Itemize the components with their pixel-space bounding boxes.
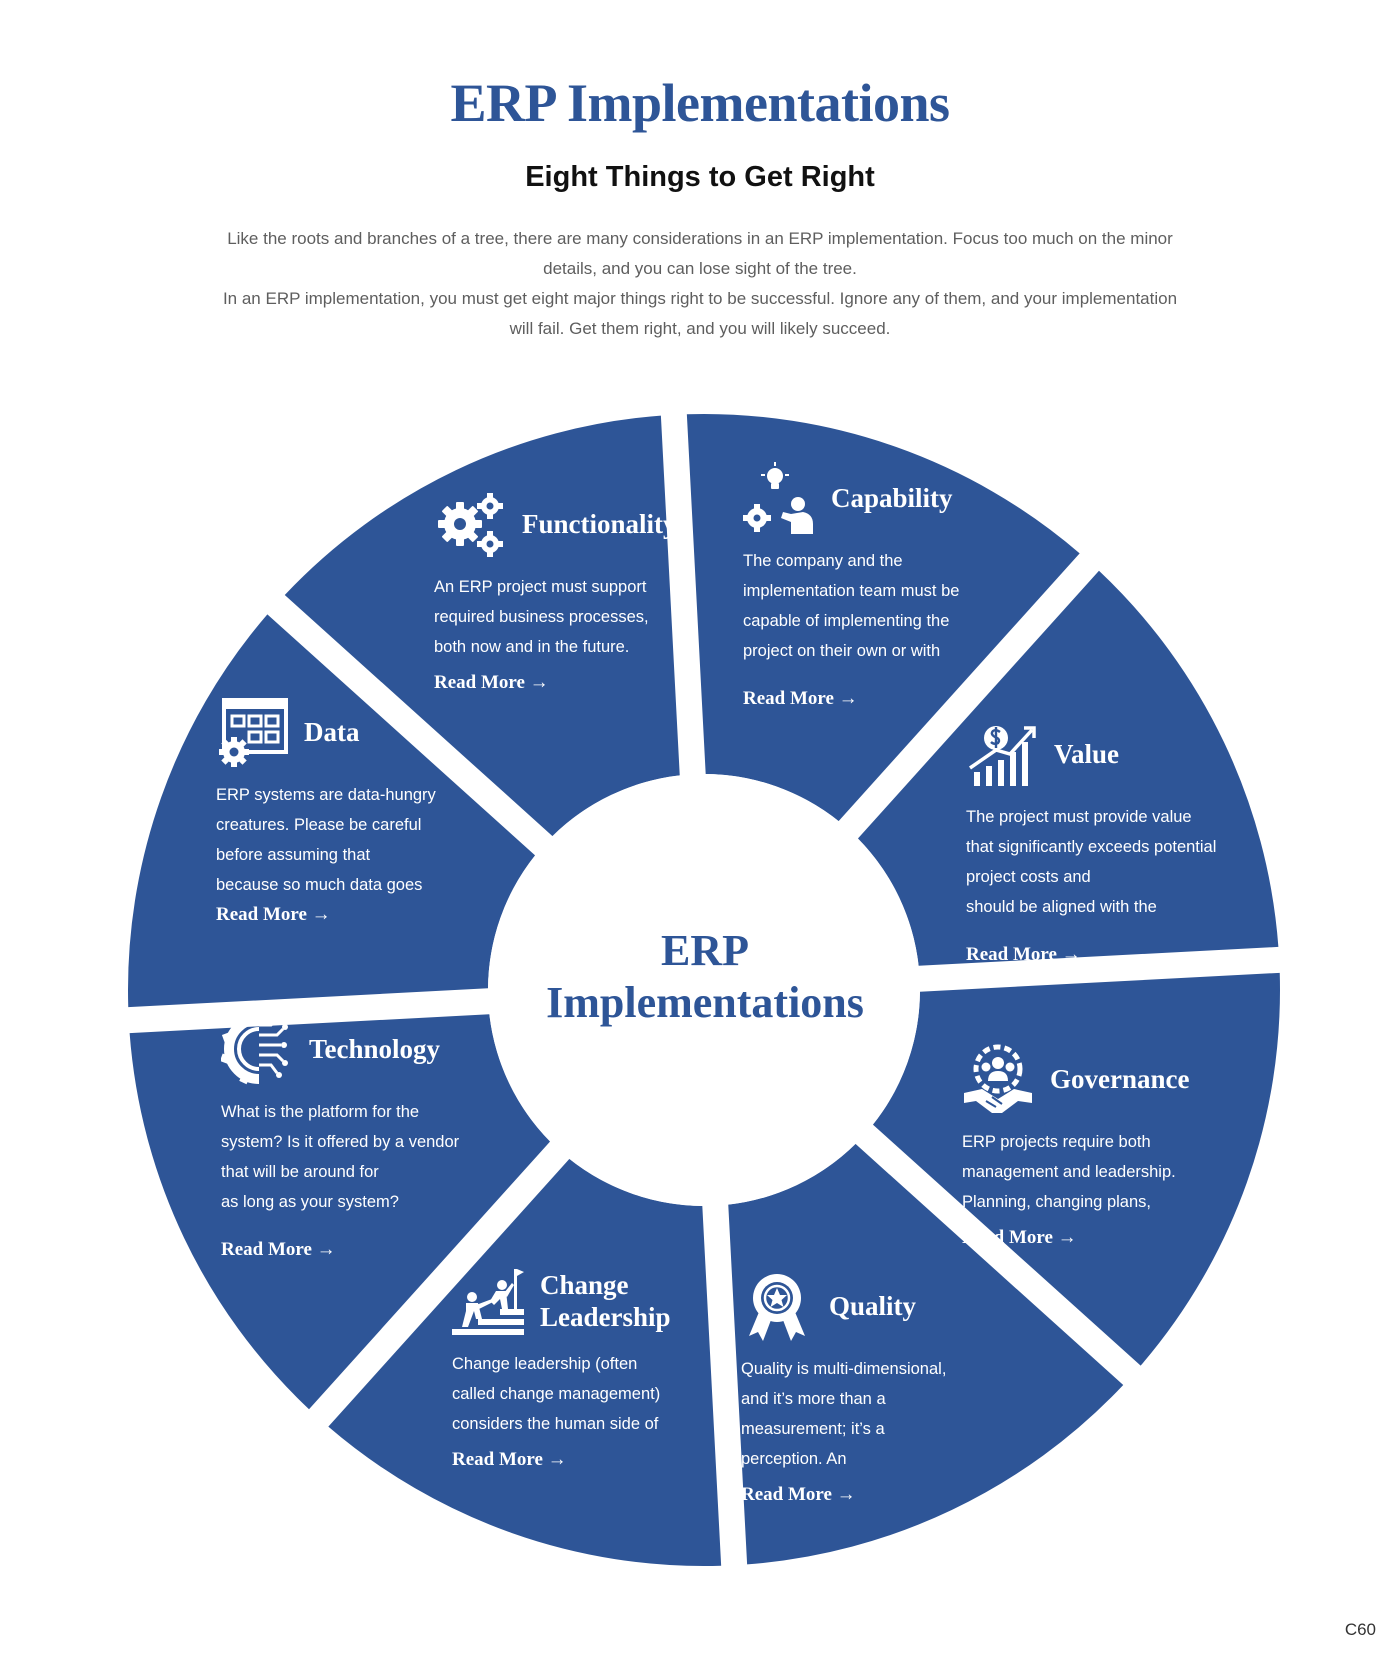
segment-value: Value The project must provide value tha… [966,718,1266,966]
circuit-gear-icon [221,1013,293,1085]
segment-description: ERP projects require both management and… [962,1133,1176,1211]
segment-title: Quality [829,1291,917,1321]
segment-description: Change leadership (often called change m… [452,1355,661,1433]
segment-description: The project must provide value that sign… [966,808,1217,916]
segment-description: What is the platform for the system? Is … [221,1103,460,1211]
read-more-link[interactable]: Read More → [221,1239,336,1260]
wheel-center-circle [488,774,920,1206]
read-more-link[interactable]: Read More → [966,944,1081,965]
segment-title: Change Leadership [540,1270,671,1332]
segment-governance: Governance ERP projects require both man… [962,1043,1262,1249]
wheel-segment-quality [328,1158,722,1566]
segment-title: Capability [831,483,953,513]
wheel-segment-governance [728,1143,1124,1565]
intro-paragraph: Like the roots and branches of a tree, t… [227,229,1173,278]
wheel-center-title: ERP Implementations [500,925,910,1029]
idea-person-icon [743,462,815,534]
data-dashboard-icon [216,696,288,768]
read-more-link[interactable]: Read More → [452,1449,567,1470]
center-line-1: ERP [661,926,749,975]
segment-title: Technology [309,1034,441,1064]
read-more-link[interactable]: Read More → [743,688,858,709]
gears-icon [434,488,506,560]
segment-description: The company and the implementation team … [743,552,960,660]
intro-text: Like the roots and branches of a tree, t… [220,224,1180,344]
segment-technology: Technology What is the platform for the … [221,1013,521,1261]
segment-description: Quality is multi-dimensional, and it’s m… [741,1360,947,1468]
award-badge-icon [741,1270,813,1342]
read-more-link[interactable]: Read More → [434,672,549,693]
segment-title: Data [304,717,360,747]
page-title: ERP Implementations [450,73,950,133]
wheel-segment-data [284,415,680,837]
read-more-link[interactable]: Read More → [741,1484,856,1505]
segment-title: Value [1054,739,1120,769]
wheel-segment-change-leadership [129,1014,551,1410]
page-subtitle: Eight Things to Get Right [525,161,875,193]
wheel-segment-capability [857,570,1279,966]
segment-data: Data ERP systems are data-hungry creatur… [216,696,516,926]
segment-description: ERP systems are data-hungry creatures. P… [216,786,436,894]
segment-title: Functionality [522,509,677,539]
growth-chart-icon [966,718,1038,790]
segment-quality: Quality Quality is multi-dimensional, an… [741,1270,1021,1506]
intro-paragraph: In an ERP implementation, you must get e… [222,289,1178,338]
segment-functionality: Functionality An ERP project must suppor… [434,488,704,694]
read-more-link[interactable]: Read More → [962,1227,1077,1248]
center-line-2: Implementations [546,978,864,1027]
segment-change-leadership: Change Leadership Change leadership (oft… [452,1265,732,1471]
segment-description: An ERP project must support required bus… [434,578,649,656]
handshake-team-icon [962,1043,1034,1115]
segment-title: Governance [1050,1064,1190,1094]
segment-capability: Capability The company and the implement… [743,462,1043,710]
climbing-steps-icon [452,1265,524,1337]
read-more-link[interactable]: Read More → [216,904,331,925]
wheel-segment-technology [128,614,536,1008]
figure-code: C60 [1344,1620,1376,1639]
